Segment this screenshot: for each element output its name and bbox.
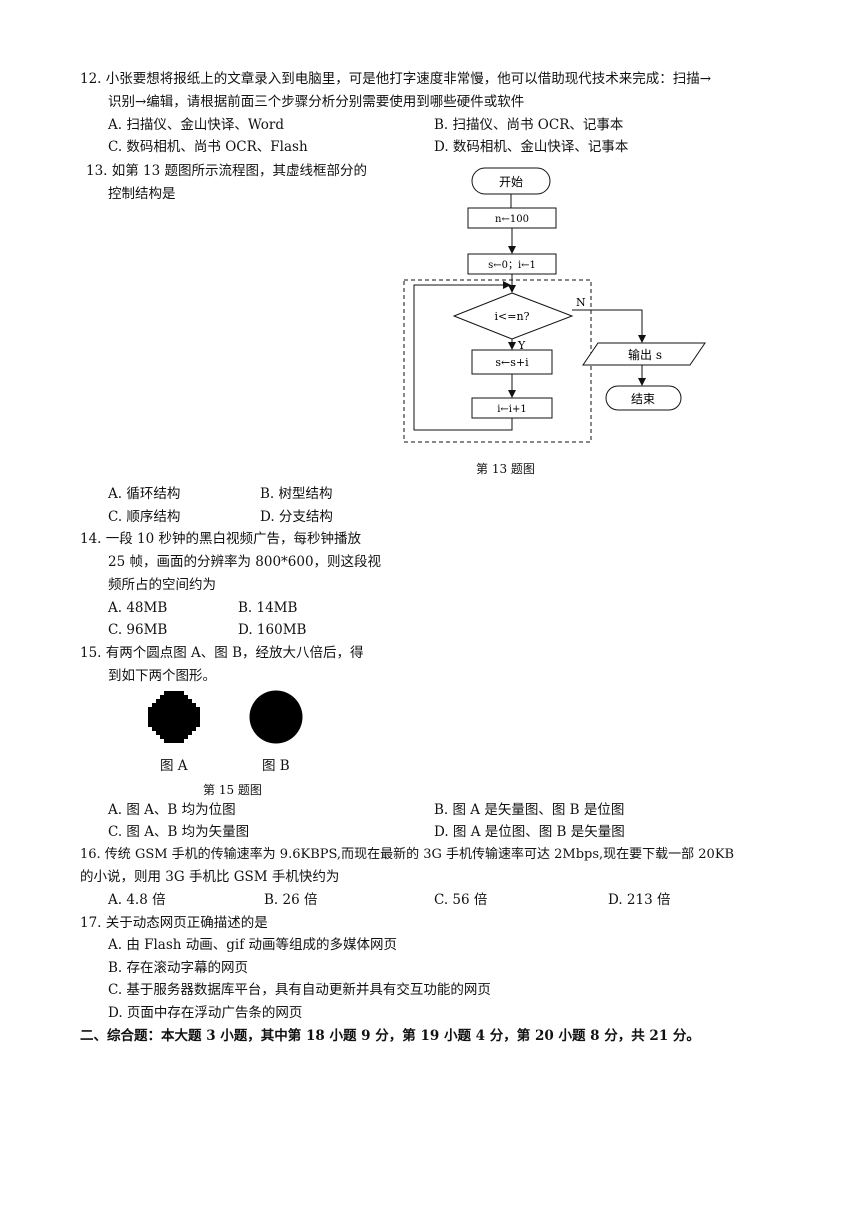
q13-option-c: C. 顺序结构 — [108, 509, 181, 525]
q16-option-a: A. 4.8 倍 — [108, 892, 166, 908]
yes-label: Y — [517, 339, 526, 352]
assign-n-label: n←100 — [495, 214, 529, 225]
end-label: 结束 — [631, 392, 655, 406]
q15-option-c: C. 图 A、B 均为矢量图 — [108, 824, 250, 840]
q12-option-c: C. 数码相机、尚书 OCR、Flash — [108, 139, 308, 155]
q15-option-b: B. 图 A 是矢量图、图 B 是位图 — [434, 802, 625, 818]
q15-option-a: A. 图 A、B 均为位图 — [108, 802, 236, 818]
q14-option-b: B. 14MB — [238, 600, 298, 616]
q12-stem-line2: 识别→编辑，请根据前面三个步骤分析分别需要使用到哪些硬件或软件 — [108, 94, 525, 110]
q16-stem-line1: 16. 传统 GSM 手机的传输速率为 9.6KBPS,而现在最新的 3G 手机… — [80, 847, 735, 862]
q16-stem-line2: 的小说，则用 3G 手机比 GSM 手机快约为 — [80, 869, 340, 885]
q15-figure-a-label: 图 A — [160, 758, 188, 774]
vector-circle-figure-b — [249, 690, 303, 744]
sum-label: s←s+i — [495, 356, 529, 369]
sum-box — [471, 349, 553, 375]
q15-figure-b-label: 图 B — [262, 758, 290, 774]
q17-stem: 17. 关于动态网页正确描述的是 — [80, 915, 268, 931]
q13-stem-line2: 控制结构是 — [108, 186, 176, 202]
q16-option-d: D. 213 倍 — [608, 892, 671, 908]
q14-stem-line3: 频所占的空间约为 — [108, 577, 216, 593]
q12-option-d: D. 数码相机、金山快译、记事本 — [434, 139, 629, 155]
q15-figure-caption: 第 15 题图 — [203, 783, 262, 797]
q14-option-a: A. 48MB — [108, 600, 168, 616]
q13-option-b: B. 树型结构 — [260, 486, 333, 502]
q17-option-c: C. 基于服务器数据库平台，具有自动更新并具有交互功能的网页 — [108, 982, 491, 998]
q13-flowchart: 开始 n←100 s←0；i←1 i<=n? Y s←s+i i←i+1 N 输… — [403, 167, 706, 443]
increment-label: i←i+1 — [497, 404, 527, 415]
condition-label: i<=n? — [495, 310, 530, 323]
q13-stem-line1: 13. 如第 13 题图所示流程图，其虚线框部分的 — [86, 163, 368, 179]
q16-option-b: B. 26 倍 — [264, 892, 318, 908]
bitmap-dot-figure-a — [148, 691, 200, 743]
section-2-heading: 二、综合题：本大题 3 小题，其中第 18 小题 9 分，第 19 小题 4 分… — [80, 1028, 700, 1044]
q16-option-c: C. 56 倍 — [434, 892, 488, 908]
q12-option-a: A. 扫描仪、金山快译、Word — [108, 117, 285, 133]
q14-option-d: D. 160MB — [238, 622, 307, 638]
q15-stem-line2: 到如下两个图形。 — [108, 668, 216, 684]
q17-option-b: B. 存在滚动字幕的网页 — [108, 960, 249, 976]
start-label: 开始 — [499, 175, 523, 189]
output-label: 输出 s — [628, 347, 662, 362]
q15-option-d: D. 图 A 是位图、图 B 是矢量图 — [434, 824, 625, 840]
q14-stem-line2: 25 帧，画面的分辨率为 800*600，则这段视 — [108, 554, 382, 570]
q14-stem-line1: 14. 一段 10 秒钟的黑白视频广告，每秒钟播放 — [80, 531, 362, 547]
q17-option-a: A. 由 Flash 动画、gif 动画等组成的多媒体网页 — [108, 937, 398, 953]
q13-option-d: D. 分支结构 — [260, 509, 333, 525]
q14-option-c: C. 96MB — [108, 622, 168, 638]
q17-option-d: D. 页面中存在浮动广告条的网页 — [108, 1005, 303, 1021]
q12-stem-line1: 12. 小张要想将报纸上的文章录入到电脑里，可是他打字速度非常慢，他可以借助现代… — [80, 71, 712, 87]
init-label: s←0；i←1 — [488, 260, 536, 271]
end-terminal — [605, 385, 682, 411]
q12-option-b: B. 扫描仪、尚书 OCR、记事本 — [434, 117, 624, 133]
output-parallelogram — [582, 342, 706, 366]
q13-figure-caption: 第 13 题图 — [476, 462, 535, 476]
q13-option-a: A. 循环结构 — [108, 486, 181, 502]
no-label: N — [576, 296, 586, 309]
q15-stem-line1: 15. 有两个圆点图 A、图 B，经放大八倍后，得 — [80, 645, 364, 661]
